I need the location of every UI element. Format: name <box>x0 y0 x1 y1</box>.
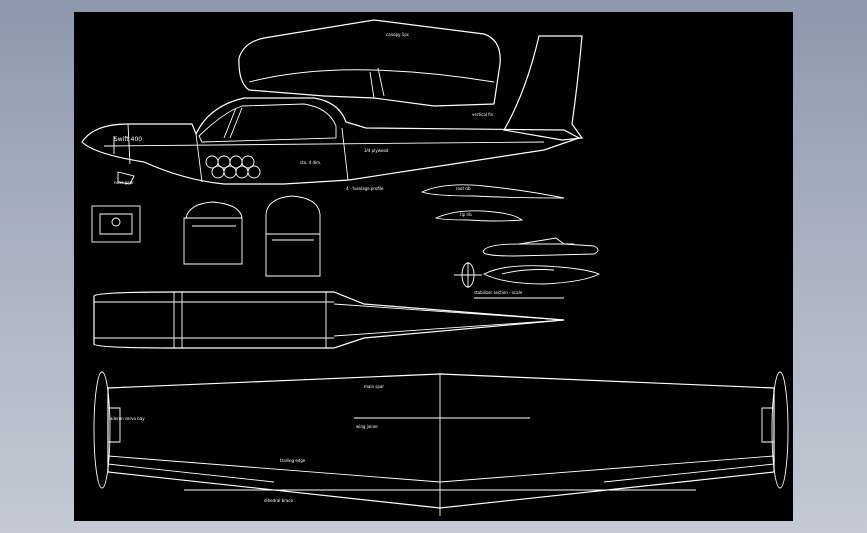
bottom-note: 4 - fuselage profile <box>346 186 384 191</box>
wing-center-note: main spar <box>364 384 384 389</box>
wing-left-note: aileron servo bay <box>110 416 145 421</box>
wing-bottom-note: trailing edge <box>280 458 306 463</box>
fuselage-side-view: Swift 400 3/4 plywood sta. 4 dim. 4 - fu… <box>81 97 581 191</box>
wing-planform: aileron servo bay main spar wing joiner … <box>93 371 789 516</box>
fuselage-top-view <box>93 291 565 349</box>
former-details <box>91 195 321 277</box>
airfoil-a-label: root rib <box>456 186 471 191</box>
side-note-b: sta. 4 dim. <box>300 160 321 165</box>
cad-drawing-sheet: canopy 1pc vertical fin Swift 400 3/4 pl… <box>74 12 793 521</box>
side-note-a: 3/4 plywood <box>364 148 389 153</box>
aircraft-drawing: canopy 1pc vertical fin Swift 400 3/4 pl… <box>81 19 789 516</box>
fin-note: vertical fin <box>472 112 494 117</box>
wing-mid-note: wing joiner <box>356 424 378 429</box>
vertical-fin: vertical fin <box>472 35 584 141</box>
tail-note: stabilizer section - scale <box>474 290 523 295</box>
canopy-note: canopy 1pc <box>386 32 409 37</box>
nose-mark: Swift 400 <box>114 136 142 143</box>
stabilizer-sections: stabilizer section - scale <box>454 237 601 299</box>
airfoil-b-label: tip rib <box>460 212 472 217</box>
wing-lower-note: dihedral brace <box>264 498 293 503</box>
airfoil-sections: root rib tip rib <box>420 184 565 222</box>
wheel-note: nose gear <box>114 180 134 185</box>
canopy-part: canopy 1pc <box>238 19 501 107</box>
